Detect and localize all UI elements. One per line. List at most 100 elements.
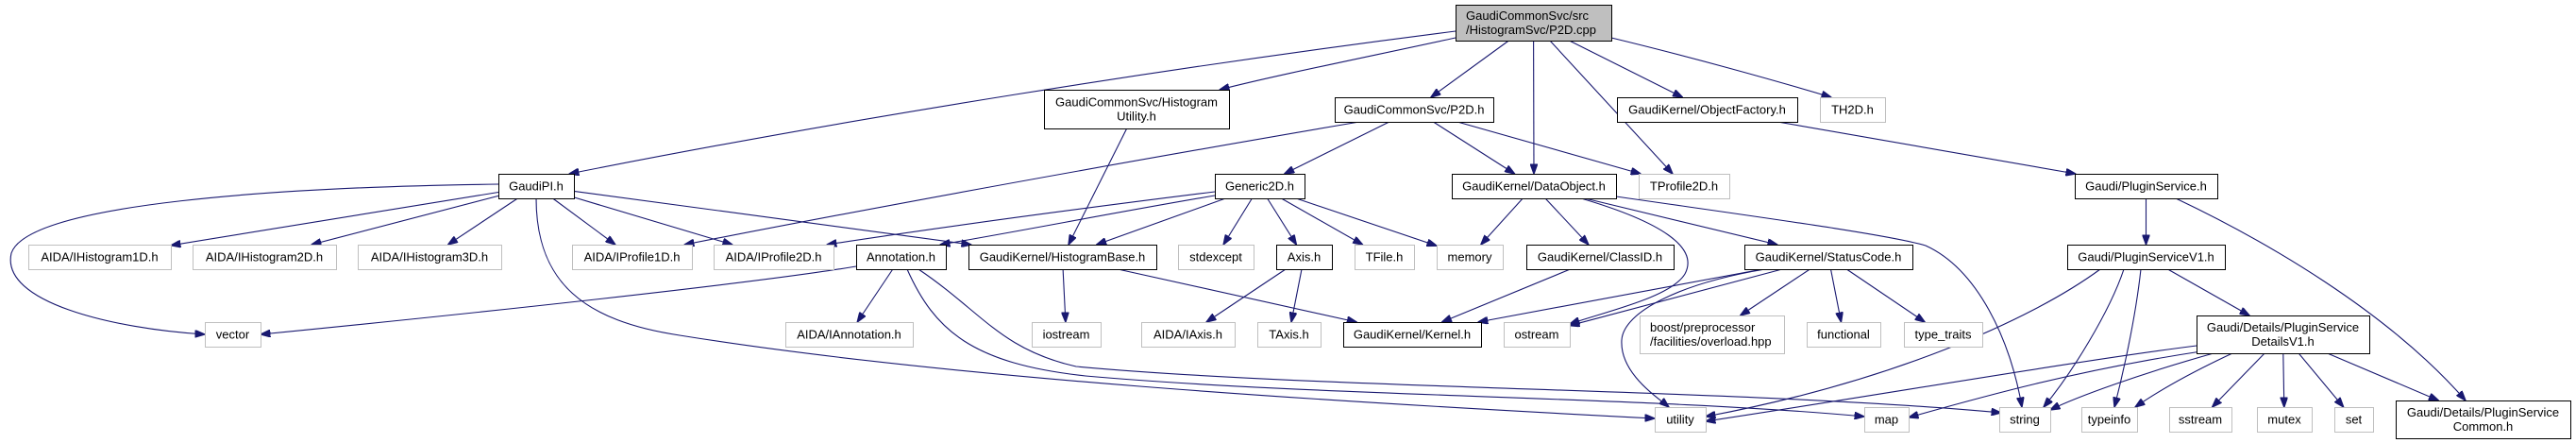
include-edge-gaudikernel-classid-h-to-gaudikernel-kernel-h: [1442, 268, 1571, 322]
include-edge-gaudi-pluginservicev1-h-to-typeinfo: [2114, 268, 2142, 407]
file-node-box: [2334, 407, 2374, 433]
file-node-label: Generic2D.h: [1225, 179, 1294, 194]
file-node-label: GaudiKernel/ObjectFactory.h: [1628, 103, 1786, 117]
file-node-label: AIDA/IHistogram1D.h: [41, 250, 158, 264]
file-node-label: GaudiKernel/HistogramBase.h: [980, 250, 1146, 264]
file-node-box[interactable]: [498, 174, 575, 199]
file-node-gaudikernel-histogrambase-h[interactable]: GaudiKernel/HistogramBase.h: [968, 245, 1157, 270]
include-edge-gaudipi-h-to-aida-iprofile2d-h: [573, 196, 732, 245]
file-node-label: vector: [216, 328, 250, 342]
file-node-label: typeinfo: [2088, 413, 2131, 427]
file-node-box: [205, 322, 261, 348]
include-edge-gaudikernel-statuscode-h-to-boost-preprocessor-facilities-overload-hpp: [1741, 268, 1810, 315]
file-node-label: TFile.h: [1366, 250, 1404, 264]
include-edge-gaudipi-h-to-aida-ihistogram2d-h: [311, 195, 499, 245]
file-node-box: [1032, 322, 1102, 348]
file-node-label: stdexcept: [1189, 250, 1242, 264]
file-node-box[interactable]: [1276, 245, 1333, 270]
file-node-gaudi-pluginservicev1-h[interactable]: Gaudi/PluginServiceV1.h: [2067, 245, 2226, 270]
file-node-vector: vector: [205, 322, 261, 348]
file-node-aida-ihistogram2d-h: AIDA/IHistogram2D.h: [193, 245, 337, 270]
file-node-box[interactable]: [1044, 90, 1230, 129]
file-node-box[interactable]: [1744, 245, 1913, 270]
file-node-stdexcept: stdexcept: [1178, 245, 1254, 270]
file-node-axis-h[interactable]: Axis.h: [1276, 245, 1333, 270]
file-node-box[interactable]: [2067, 245, 2226, 270]
file-node-box: [2081, 407, 2138, 433]
include-edge-gaudi-details-pluginservicedetailsv1-h-to-gaudi-details-pluginservicecommon-h: [2327, 352, 2439, 400]
file-node-gaudikernel-statuscode-h[interactable]: GaudiKernel/StatusCode.h: [1744, 245, 1913, 270]
file-node-box: [1355, 245, 1415, 270]
file-node-box[interactable]: [1617, 97, 1798, 123]
file-node-box: [1141, 322, 1236, 348]
file-node-box: [1999, 407, 2051, 433]
file-node-box: [1640, 315, 1785, 354]
include-edge-generic2d-h-to-stdexcept: [1223, 197, 1253, 245]
file-node-tprofile2d-h: TProfile2D.h: [1639, 174, 1730, 199]
file-node-label: Gaudi/PluginService.h: [2085, 179, 2207, 194]
file-node-gaudipi-h[interactable]: GaudiPI.h: [498, 174, 575, 199]
file-node-generic2d-h[interactable]: Generic2D.h: [1215, 174, 1305, 199]
file-node-box[interactable]: [968, 245, 1157, 270]
file-node-gaudikernel-classid-h[interactable]: GaudiKernel/ClassID.h: [1526, 245, 1675, 270]
file-node-iostream: iostream: [1032, 322, 1102, 348]
file-node-box[interactable]: [1452, 174, 1617, 199]
file-node-string: string: [1999, 407, 2051, 433]
include-edge-gaudi-details-pluginservicedetailsv1-h-to-typeinfo: [2135, 352, 2233, 407]
file-node-gaudi-pluginservice-h[interactable]: Gaudi/PluginService.h: [2075, 174, 2218, 199]
file-node-label: DetailsV1.h: [2251, 334, 2314, 349]
file-node-box[interactable]: [1335, 97, 1494, 123]
include-edge-generic2d-h-to-aida-iprofile2d-h: [827, 191, 1216, 245]
file-node-box: [2169, 407, 2232, 433]
include-edge-gaudikernel-histogrambase-h-to-gaudikernel-kernel-h: [1118, 268, 1356, 322]
file-node-map: map: [1864, 407, 1910, 433]
file-node-gaudicommonsvc-p2d-h[interactable]: GaudiCommonSvc/P2D.h: [1335, 97, 1494, 123]
file-node-box[interactable]: [856, 245, 947, 270]
include-edge-gaudipi-h-to-utility: [535, 197, 1655, 418]
file-node-box: [1639, 174, 1730, 199]
file-node-box[interactable]: [2197, 315, 2370, 354]
file-node-box: [1655, 407, 1707, 433]
include-edge-gaudi-pluginservicev1-h-to-gaudi-details-pluginservicedetailsv1-h: [2167, 268, 2250, 315]
include-edge-gaudi-details-pluginservicedetailsv1-h-to-map: [1909, 350, 2202, 417]
file-node-ostream: ostream: [1504, 322, 1571, 348]
include-edge-gaudipi-h-to-aida-iprofile1d-h: [552, 197, 615, 245]
include-edge-gaudipi-h-to-aida-ihistogram3d-h: [448, 197, 518, 245]
file-node-annotation-h[interactable]: Annotation.h: [856, 245, 947, 270]
include-edge-gaudi-details-pluginservicedetailsv1-h-to-mutex: [2283, 352, 2284, 407]
file-node-label: Gaudi/PluginServiceV1.h: [2078, 250, 2214, 264]
file-node-box: [785, 322, 914, 348]
include-edge-generic2d-h-to-tfile-h: [1281, 197, 1362, 245]
file-node-label: mutex: [2267, 413, 2301, 427]
include-edge-gaudicommonsvc-p2d-h-to-tprofile2d-h: [1456, 121, 1641, 174]
include-edge-gaudicommonsvc-p2d-h-to-aida-iprofile1d-h: [684, 121, 1360, 245]
file-node-gaudikernel-dataobject-h[interactable]: GaudiKernel/DataObject.h: [1452, 174, 1617, 199]
file-node-box[interactable]: [1526, 245, 1675, 270]
file-node-label: Utility.h: [1117, 110, 1156, 124]
include-edge-gaudipi-h-to-vector: [9, 183, 499, 334]
file-node-aida-iannotation-h: AIDA/IAnnotation.h: [785, 322, 914, 348]
file-node-box[interactable]: [2396, 400, 2571, 439]
file-node-gaudikernel-objectfactory-h[interactable]: GaudiKernel/ObjectFactory.h: [1617, 97, 1798, 123]
file-node-box[interactable]: [1215, 174, 1305, 199]
file-node-box: [28, 245, 172, 270]
file-node-label: string: [2010, 413, 2040, 427]
file-node-mutex: mutex: [2257, 407, 2313, 433]
file-node-box: [1864, 407, 1910, 433]
file-node-gaudikernel-kernel-h[interactable]: GaudiKernel/Kernel.h: [1343, 322, 1482, 348]
file-node-aida-ihistogram3d-h: AIDA/IHistogram3D.h: [358, 245, 502, 270]
file-node-box: [1807, 322, 1881, 348]
file-node-label: Annotation.h: [867, 250, 935, 264]
file-node-box: [714, 245, 834, 270]
file-node-box: [1904, 322, 1983, 348]
file-node-box[interactable]: [1343, 322, 1482, 348]
include-edge-gaudikernel-statuscode-h-to-type-traits: [1845, 268, 1925, 322]
include-edge-annotation-h-to-vector: [261, 265, 857, 334]
file-node-box[interactable]: [2075, 174, 2218, 199]
file-node-box: [1437, 245, 1504, 270]
file-node-aida-iprofile2d-h: AIDA/IProfile2D.h: [714, 245, 834, 270]
